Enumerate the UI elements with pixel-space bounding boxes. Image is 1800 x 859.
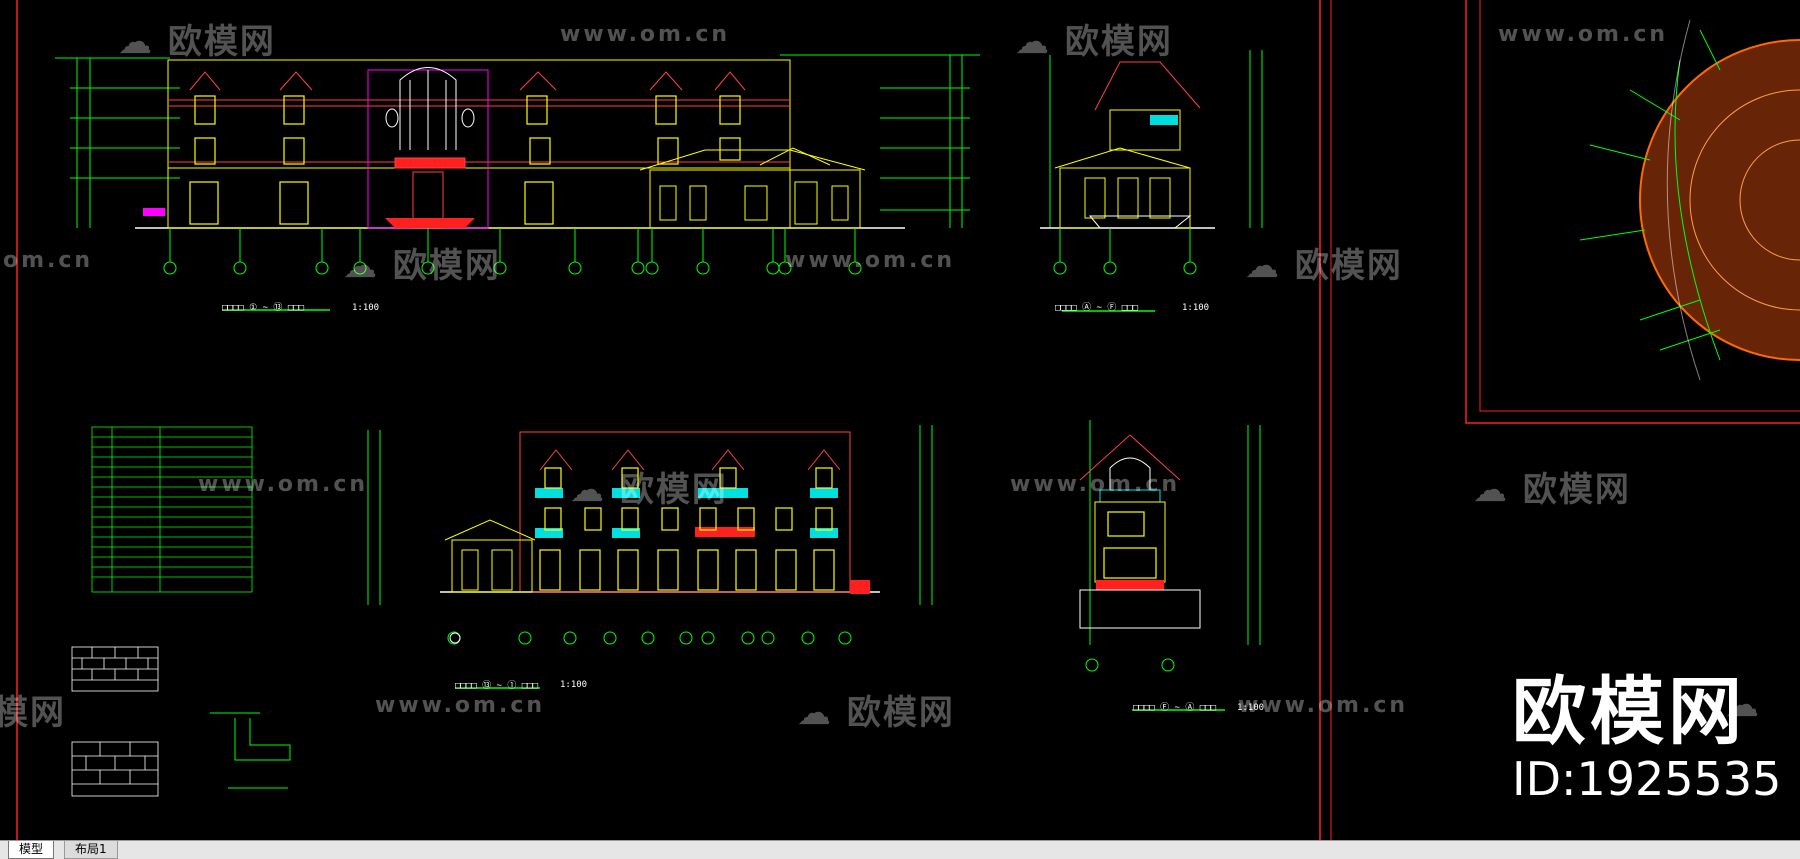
watermark-logo: ☁ 欧模网 — [797, 693, 955, 733]
site-plan-frame-outer — [1465, 0, 1800, 424]
detail-section — [210, 712, 291, 789]
brand-name: 欧模网 — [1512, 669, 1746, 755]
watermark-logo: ☁ 欧模网 — [1245, 246, 1403, 286]
watermark-url: www.om.cn — [375, 693, 546, 718]
drawing-scale-front: 1:100 — [352, 303, 380, 313]
watermark-url: www.om.cn — [1238, 693, 1409, 718]
elevation-side-1 — [1040, 50, 1263, 312]
watermark-url: www.om.cn — [198, 472, 369, 497]
watermark-logo: ☁ 欧模网 — [570, 470, 728, 510]
site-plan-frame-inner — [1479, 0, 1800, 412]
watermark-url: om.cn — [3, 248, 94, 273]
layout-tab-bar: 模型 布局1 — [0, 840, 1800, 859]
drawing-title-front: □□□□ ① ~ ⑬ □□□ — [222, 303, 305, 313]
cad-model-space[interactable]: □□□□ ① ~ ⑬ □□□ 1:100 □□□□ Ⓐ ~ Ⓕ □□□ 1:10… — [0, 0, 1800, 840]
drawing-scale-rear: 1:100 — [560, 680, 588, 690]
watermark-logo: ☁ 欧模网 — [343, 246, 501, 286]
brick-pattern-1 — [71, 646, 159, 692]
watermark-logo: ☁ — [1725, 685, 1761, 725]
watermark-url: www.om.cn — [1498, 22, 1669, 47]
drawing-title-side2: □□□□ Ⓕ ~ Ⓐ □□□ — [1133, 703, 1217, 713]
drawing-scale-side2: 1:100 — [1237, 703, 1265, 713]
watermark-logo: ☁ 欧模网 — [118, 22, 276, 62]
tab-model[interactable]: 模型 — [8, 841, 55, 859]
watermark-logo: 模网 — [0, 693, 66, 733]
watermark-url: www.om.cn — [560, 22, 731, 47]
material-table — [91, 426, 253, 593]
site-plan — [1579, 19, 1800, 381]
watermark-url: www.om.cn — [785, 248, 956, 273]
drawing-title-side1: □□□□ Ⓐ ~ Ⓕ □□□ — [1055, 303, 1139, 313]
drawing-scale-side1: 1:100 — [1182, 303, 1210, 313]
elevation-rear — [367, 425, 933, 689]
drawing-title-rear: □□□□ ⑬ ~ ① □□□ — [455, 681, 539, 691]
watermark-logo: ☁ 欧模网 — [1473, 470, 1631, 510]
tab-layout1[interactable]: 布局1 — [64, 841, 118, 859]
watermark-url: www.om.cn — [1010, 472, 1181, 497]
watermark-logo: ☁ 欧模网 — [1015, 22, 1173, 62]
cad-drawing — [16, 0, 1800, 840]
brick-pattern-2 — [71, 741, 159, 797]
brand-overlay: 欧模网 ID:1925535 — [1512, 672, 1781, 806]
elevation-side-2 — [1079, 420, 1261, 711]
elevation-front — [55, 54, 980, 311]
brand-id: ID:1925535 — [1512, 752, 1782, 806]
